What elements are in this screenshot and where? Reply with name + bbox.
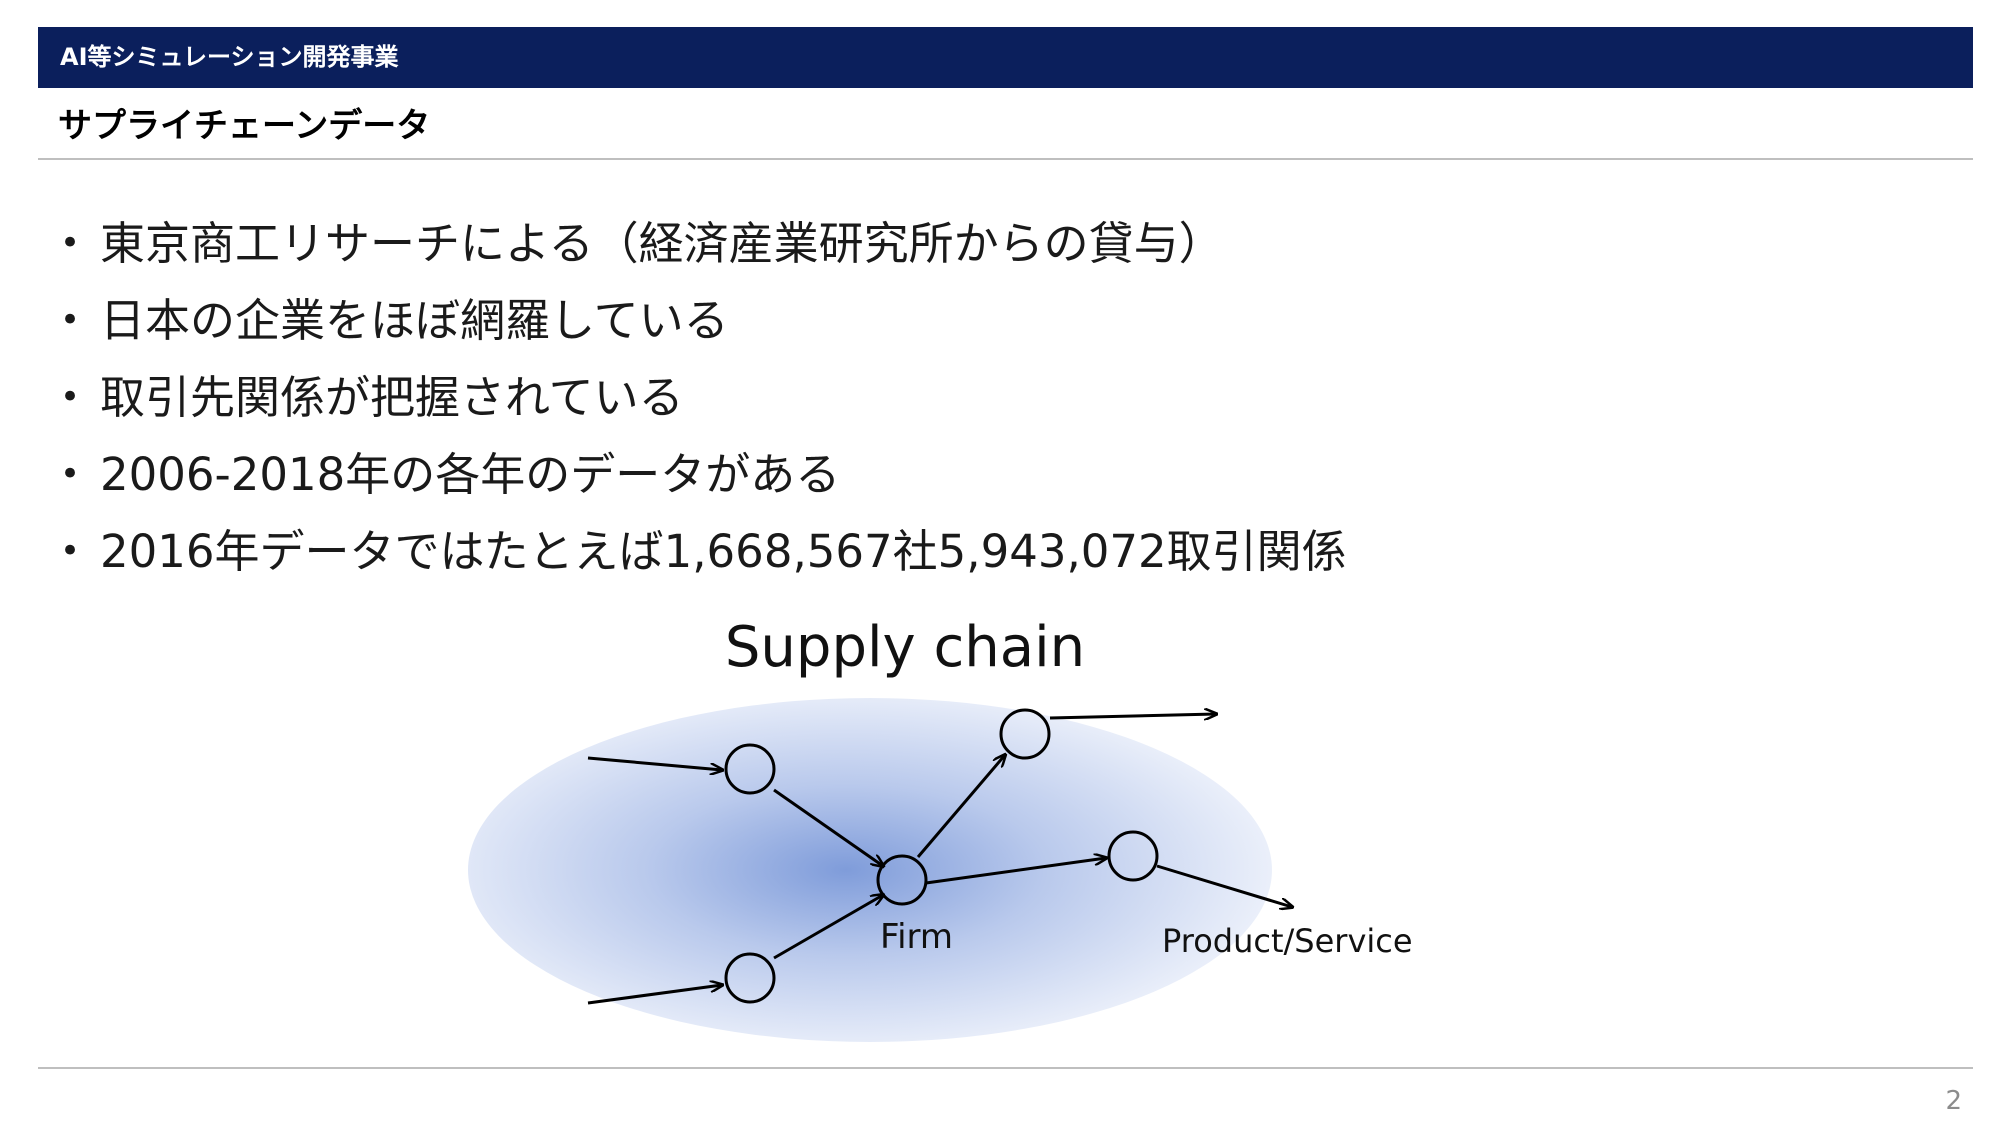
- edge-supplier2-firm: [773, 895, 883, 960]
- firm-label: Firm: [880, 917, 953, 957]
- bullet-dot: •: [60, 531, 81, 571]
- supplier-node-2: [724, 952, 776, 1004]
- nodes: [724, 708, 1159, 1004]
- bullet-dot: •: [60, 223, 81, 263]
- bullet-dot: •: [60, 454, 81, 494]
- header-bar: AI等シミュレーション開発事業: [38, 27, 1973, 88]
- supplier-node-1: [724, 743, 776, 795]
- edge-firm-customer1: [916, 755, 1005, 858]
- edges: [587, 714, 1292, 1005]
- title-divider: [38, 158, 1973, 160]
- bullet-text: 2016年データではたとえば1,668,567社5,943,072取引関係: [100, 525, 1347, 578]
- input-arrow-bottom: [587, 985, 722, 1005]
- bullet-item: • 2016年データではたとえば1,668,567社5,943,072取引関係: [58, 513, 1758, 590]
- footer-divider: [38, 1067, 1973, 1069]
- bullet-list: • 東京商工リサーチによる（経済産業研究所からの貸与） • 日本の企業をほぼ網羅して…: [58, 205, 1758, 590]
- customer-node-1: [999, 708, 1051, 760]
- bullet-dot: •: [60, 300, 81, 340]
- bullet-text: 2006-2018年の各年のデータがある: [100, 448, 841, 501]
- slide-title: サプライチェーンデータ: [58, 106, 431, 146]
- bullet-text: 取引先関係が把握されている: [100, 371, 684, 424]
- output-arrow-product: [1156, 864, 1292, 907]
- bullet-item: • 2006-2018年の各年のデータがある: [58, 436, 1758, 513]
- bullet-item: • 日本の企業をほぼ網羅している: [58, 282, 1758, 359]
- input-arrow-top: [587, 756, 722, 770]
- section-title: AI等シミュレーション開発事業: [60, 43, 399, 71]
- output-arrow-top: [1049, 714, 1216, 718]
- bullet-text: 日本の企業をほぼ網羅している: [100, 294, 729, 347]
- firm-node: [876, 854, 928, 906]
- diagram-title: Supply chain: [724, 615, 1086, 680]
- bullet-item: • 取引先関係が把握されている: [58, 359, 1758, 436]
- product-service-label: Product/Service: [1162, 922, 1413, 960]
- edge-supplier1-firm: [773, 788, 883, 866]
- customer-node-2: [1107, 830, 1159, 882]
- page-number: 2: [1945, 1086, 1962, 1116]
- bullet-text: 東京商工リサーチによる（経済産業研究所からの貸与）: [100, 217, 1224, 270]
- edge-firm-customer2: [925, 858, 1106, 885]
- bullet-dot: •: [60, 377, 81, 417]
- bullet-item: • 東京商工リサーチによる（経済産業研究所からの貸与）: [58, 205, 1758, 282]
- supply-chain-cloud: [468, 698, 1272, 1042]
